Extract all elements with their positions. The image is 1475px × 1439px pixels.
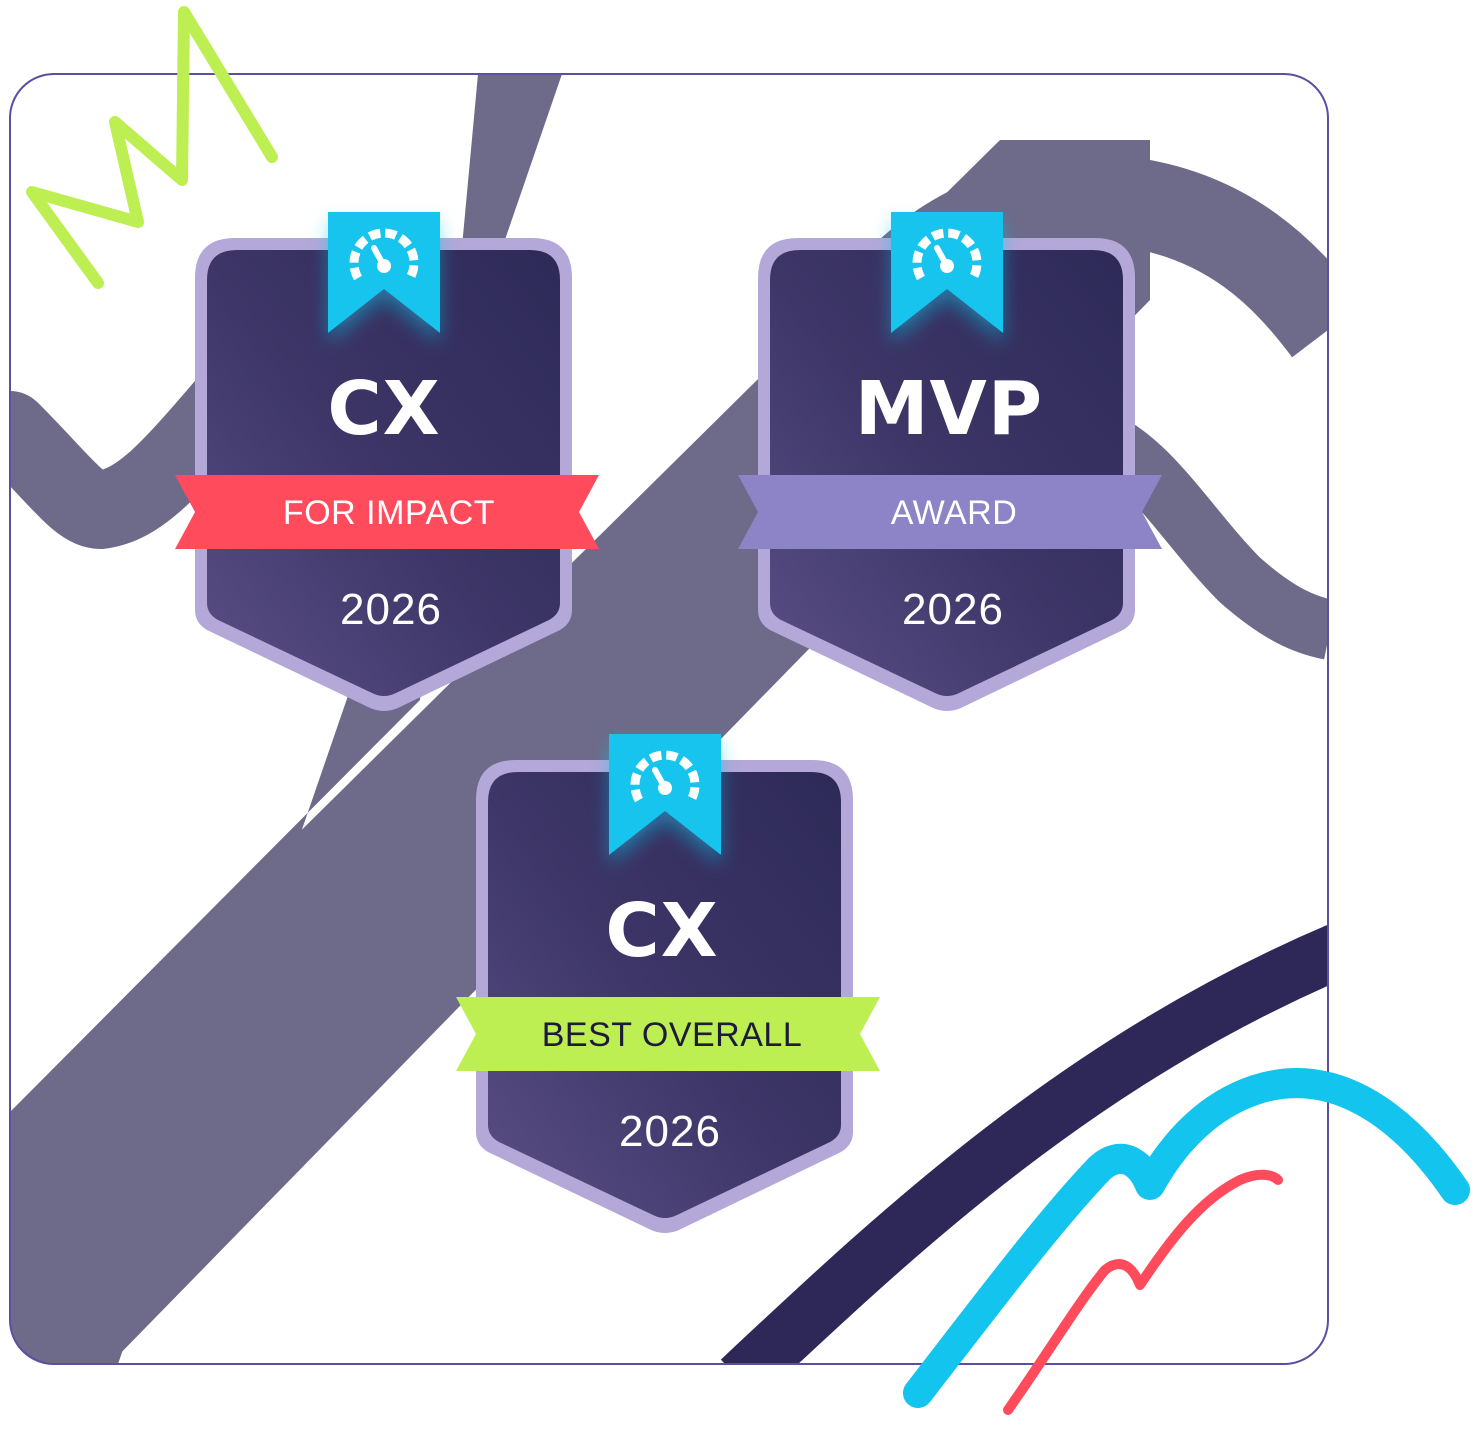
badge-year: 2026 [340, 585, 442, 634]
badge-ribbon-label: AWARD [891, 494, 1018, 532]
badge-year: 2026 [619, 1107, 721, 1156]
speedometer-icon [912, 228, 982, 281]
badge-ribbon [738, 475, 1162, 549]
badge-title: CX [605, 888, 718, 974]
badge-body [488, 772, 841, 1218]
dark-curve [720, 924, 1328, 1364]
badge-ribbon-label: FOR IMPACT [283, 494, 495, 532]
frame-border [9, 73, 1329, 1365]
badge-body [207, 250, 560, 696]
speedometer-icon [349, 228, 419, 281]
badge-ribbon [175, 475, 599, 549]
badge-body [770, 250, 1123, 696]
wave-right [1087, 412, 1328, 660]
green-zigzag-doodle [26, 6, 278, 289]
badge-mvp-award: MVP AWARD 2026 [738, 212, 1162, 711]
badge-title: MVP [855, 366, 1043, 452]
badge-ribbon [456, 997, 880, 1071]
badge-ribbon-label: BEST OVERALL [542, 1016, 803, 1054]
badge-year: 2026 [902, 585, 1004, 634]
blue-arc-doodle [903, 1068, 1470, 1408]
badge-cx-for-impact: CX FOR IMPACT 2026 [175, 212, 599, 711]
wave-left [10, 361, 269, 550]
speedometer-icon [630, 750, 700, 803]
red-arc-doodle [1003, 1169, 1283, 1415]
badge-cx-best-overall: CX BEST OVERALL 2026 [456, 734, 880, 1233]
badge-title: CX [327, 366, 440, 452]
